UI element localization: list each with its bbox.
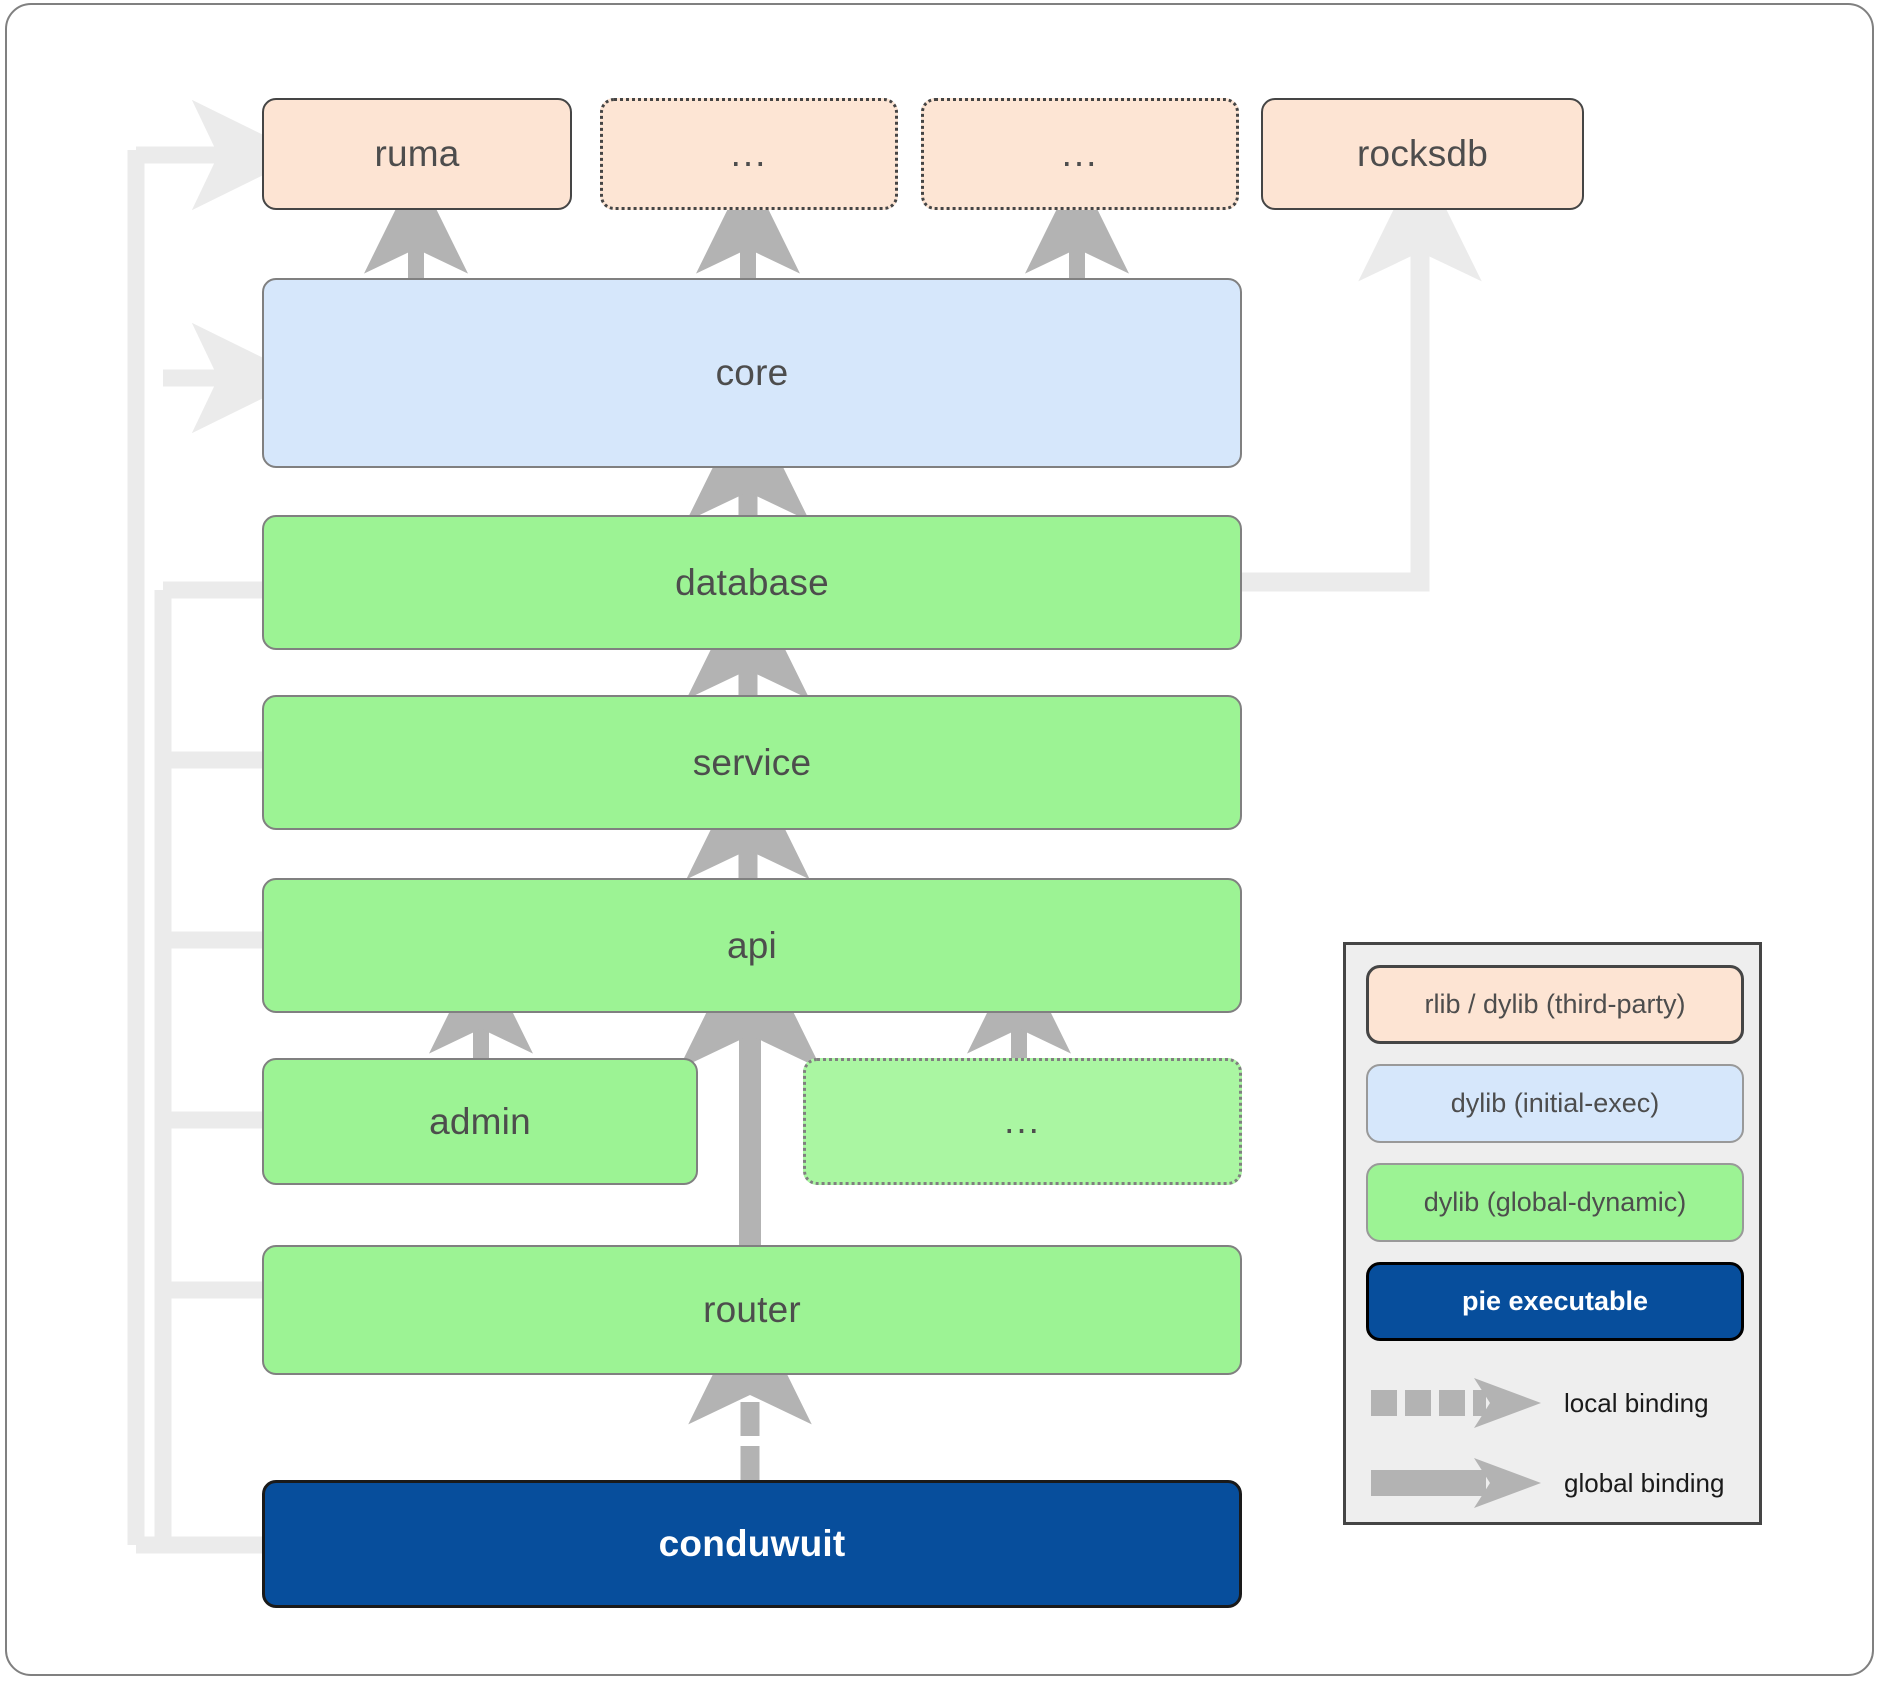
node-service[interactable]: service — [262, 695, 1242, 830]
node-api-label: api — [727, 924, 777, 966]
node-ruma-label: ruma — [374, 133, 460, 174]
node-router-label: router — [703, 1289, 801, 1330]
node-service-label: service — [692, 741, 812, 783]
node-mid-ellipsis-label: ... — [1004, 1100, 1041, 1142]
legend-item-global-dynamic: dylib (global-dynamic) — [1366, 1163, 1744, 1242]
legend-item-pie-executable: pie executable — [1366, 1262, 1744, 1341]
legend-item-global-dynamic-label: dylib (global-dynamic) — [1423, 1187, 1687, 1217]
legend-binding-global: global binding — [1366, 1453, 1746, 1513]
node-admin[interactable]: admin — [262, 1058, 698, 1185]
legend-item-initial-exec: dylib (initial-exec) — [1366, 1064, 1744, 1143]
node-top-ellipsis-2[interactable]: ... — [921, 98, 1239, 210]
node-rocksdb-label: rocksdb — [1357, 133, 1488, 174]
solid-arrow-icon — [1366, 1455, 1546, 1511]
legend-binding-local-label: local binding — [1564, 1387, 1709, 1418]
legend-panel: rlib / dylib (third-party) dylib (initia… — [1343, 942, 1762, 1525]
node-conduwuit[interactable]: conduwuit — [262, 1480, 1242, 1608]
node-ruma[interactable]: ruma — [262, 98, 572, 210]
node-top-ellipsis-2-label: ... — [1061, 132, 1099, 174]
node-top-ellipsis-1[interactable]: ... — [600, 98, 898, 210]
legend-item-third-party-label: rlib / dylib (third-party) — [1424, 989, 1686, 1019]
node-top-ellipsis-1-label: ... — [730, 132, 768, 174]
dashed-arrow-icon — [1366, 1375, 1546, 1431]
node-database[interactable]: database — [262, 515, 1242, 650]
node-database-label: database — [675, 561, 829, 603]
node-mid-ellipsis[interactable]: ... — [803, 1058, 1242, 1185]
legend-binding-local: local binding — [1366, 1373, 1746, 1433]
legend-item-third-party: rlib / dylib (third-party) — [1366, 965, 1744, 1044]
node-core[interactable]: core — [262, 278, 1242, 468]
node-admin-label: admin — [429, 1100, 531, 1142]
node-rocksdb[interactable]: rocksdb — [1261, 98, 1584, 210]
node-router[interactable]: router — [262, 1245, 1242, 1375]
legend-item-pie-executable-label: pie executable — [1461, 1286, 1649, 1316]
node-core-label: core — [715, 352, 789, 393]
node-conduwuit-label: conduwuit — [658, 1523, 846, 1564]
node-api[interactable]: api — [262, 878, 1242, 1013]
legend-item-initial-exec-label: dylib (initial-exec) — [1450, 1088, 1660, 1118]
legend-binding-global-label: global binding — [1564, 1467, 1725, 1498]
